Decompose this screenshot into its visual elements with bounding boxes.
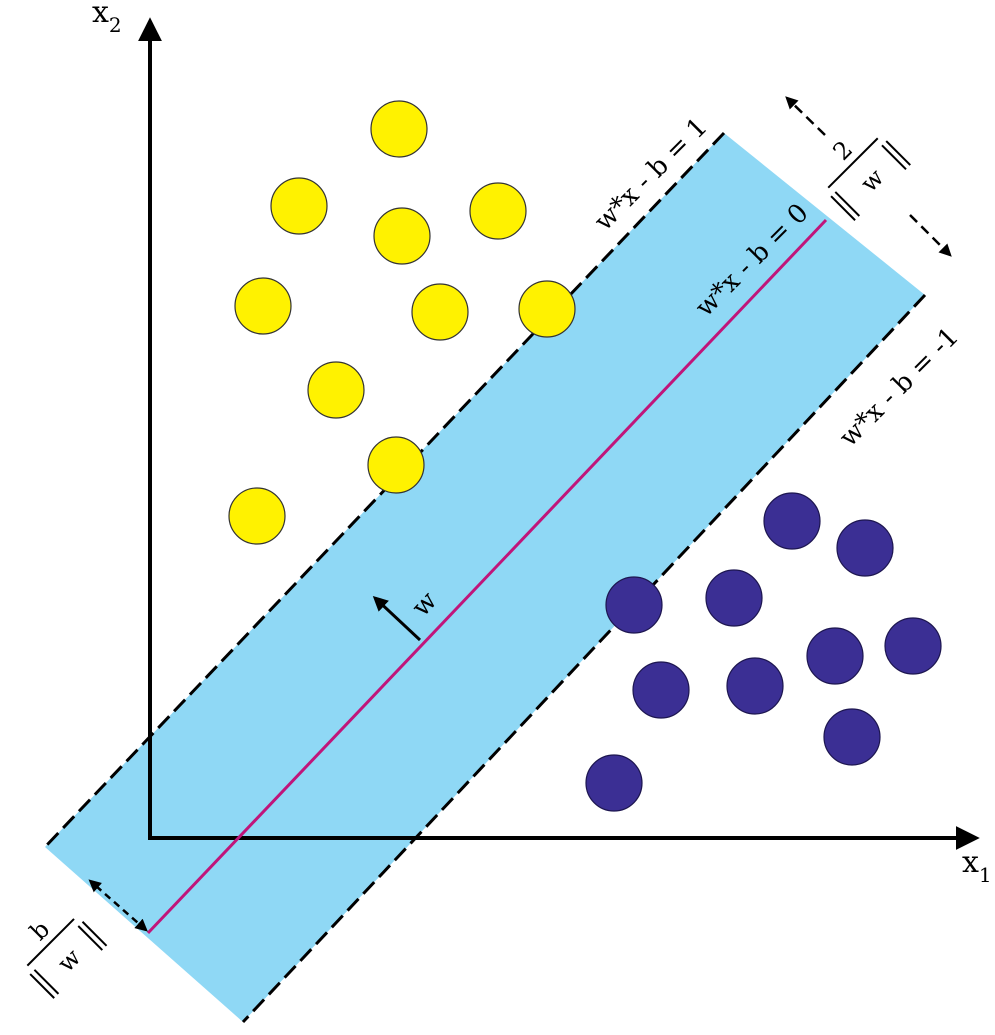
positive-point bbox=[234, 277, 292, 335]
positive-point bbox=[228, 487, 286, 545]
negative-point bbox=[605, 576, 663, 634]
negative-point bbox=[763, 492, 821, 550]
normal-vector-arrow bbox=[372, 595, 422, 642]
positive-point bbox=[367, 436, 425, 494]
negative-point bbox=[726, 657, 784, 715]
y-axis-label: x2 bbox=[92, 0, 122, 37]
positive-point bbox=[370, 100, 428, 158]
positive-point bbox=[373, 207, 431, 265]
positive-point bbox=[469, 182, 527, 240]
negative-point bbox=[585, 754, 643, 812]
negative-point bbox=[836, 519, 894, 577]
positive-point bbox=[270, 177, 328, 235]
positive-point bbox=[518, 280, 576, 338]
margin-arrow-up bbox=[785, 96, 826, 136]
positive-class-points bbox=[228, 100, 576, 545]
x-axis-label: x1 bbox=[962, 845, 992, 887]
margin-denominator: w bbox=[855, 163, 890, 198]
negative-point bbox=[632, 661, 690, 719]
negative-point bbox=[806, 627, 864, 685]
positive-point bbox=[307, 361, 365, 419]
margin-arrow-down bbox=[909, 214, 952, 257]
negative-point bbox=[705, 569, 763, 627]
positive-point bbox=[411, 283, 469, 341]
decision-boundary bbox=[146, 218, 828, 935]
lower-margin-line bbox=[241, 293, 927, 1024]
negative-class-points bbox=[585, 492, 942, 812]
offset-fraction: b w bbox=[25, 915, 108, 999]
negative-point bbox=[884, 617, 942, 675]
negative-point bbox=[823, 708, 881, 766]
offset-denominator: w bbox=[52, 943, 87, 978]
